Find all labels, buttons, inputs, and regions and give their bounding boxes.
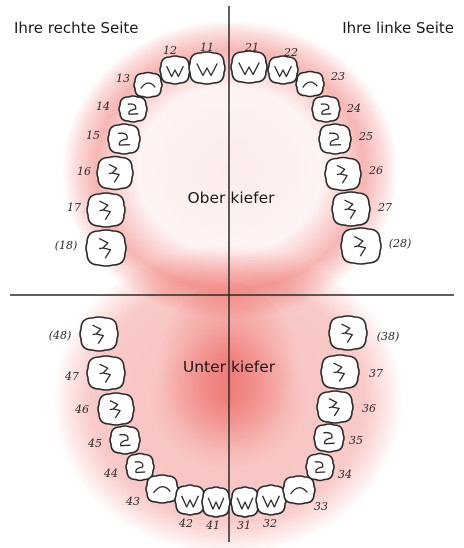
tooth-26-crown-mark [336, 164, 348, 184]
tooth-number-43: 43 [125, 495, 140, 508]
tooth-number-31: 31 [237, 519, 251, 532]
tongue-area [158, 282, 298, 462]
tooth-number-24: 24 [346, 102, 361, 115]
tooth-43 [145, 474, 179, 504]
tooth-number-11: 11 [200, 41, 214, 54]
tooth-36-crown-mark [328, 398, 340, 417]
tooth-number-17: 17 [67, 201, 81, 214]
tooth-number-18: (18) [55, 239, 78, 252]
tooth-18-crown-mark [98, 237, 112, 259]
tooth-23 [295, 70, 325, 98]
tooth-number-47: 47 [64, 370, 79, 383]
tooth-number-28: (28) [389, 237, 412, 250]
tooth-15-crown-mark [117, 132, 131, 146]
tooth-16-crown-mark [108, 163, 120, 183]
tooth-number-48: (48) [49, 329, 72, 342]
tooth-13 [133, 71, 163, 99]
tooth-number-27: 27 [377, 201, 392, 214]
tooth-number-36: 36 [362, 402, 376, 415]
tooth-number-12: 12 [163, 44, 177, 57]
tooth-48-crown-mark [92, 324, 104, 344]
tooth-number-38: (38) [377, 330, 400, 343]
tooth-38-crown-mark [341, 323, 353, 343]
tooth-45-crown-mark [119, 433, 131, 447]
tooth-41-crown-mark [207, 497, 225, 510]
tooth-number-13: 13 [116, 72, 130, 85]
patient-right-side-label: Ihre rechte Seite [14, 19, 139, 37]
tooth-number-14: 14 [96, 100, 110, 113]
tooth-number-41: 41 [205, 519, 220, 532]
patient-left-side-label: Ihre linke Seite [342, 19, 454, 37]
tooth-44-crown-mark [134, 461, 146, 474]
tooth-34-crown-mark [314, 461, 326, 474]
upper-jaw-label: Ober kiefer [187, 189, 275, 207]
tooth-28 [340, 227, 382, 265]
tooth-number-16: 16 [77, 165, 91, 178]
tooth-18 [85, 229, 127, 267]
tooth-21-crown-mark [238, 62, 260, 76]
tooth-number-45: 45 [87, 437, 102, 450]
tooth-number-25: 25 [358, 130, 373, 143]
lower-jaw-label: Unter kiefer [182, 358, 276, 376]
tooth-28-crown-mark [353, 235, 367, 257]
tooth-number-33: 33 [314, 500, 328, 513]
tooth-27-crown-mark [344, 199, 356, 219]
tooth-number-15: 15 [86, 129, 100, 142]
tooth-32-crown-mark [262, 495, 280, 508]
tooth-17-crown-mark [99, 200, 111, 220]
tooth-number-46: 46 [74, 403, 89, 416]
tooth-37-crown-mark [333, 362, 345, 382]
tooth-number-21: 21 [244, 41, 259, 54]
tooth-43-crown-mark [153, 486, 171, 494]
tooth-13-crown-mark [140, 82, 156, 89]
tooth-number-37: 37 [369, 367, 383, 380]
tooth-number-44: 44 [103, 467, 118, 480]
tooth-number-34: 34 [338, 468, 352, 481]
tooth-number-32: 32 [263, 517, 277, 530]
tooth-number-22: 22 [283, 46, 298, 59]
teeth-group: (18) 17 16 15 14 13 12 11 21 22 23 24 25 26 27 (28) (48)… [49, 41, 412, 532]
tooth-number-26: 26 [368, 164, 383, 177]
tooth-11-crown-mark [196, 63, 218, 77]
tooth-35-crown-mark [323, 431, 335, 445]
tooth-23-crown-mark [302, 81, 318, 88]
tooth-33-crown-mark [290, 487, 308, 495]
tooth-46-crown-mark [109, 400, 121, 419]
tooth-22-crown-mark [274, 65, 292, 78]
tooth-42-crown-mark [181, 495, 199, 508]
tooth-14-crown-mark [127, 103, 139, 115]
tooth-number-42: 42 [178, 517, 193, 530]
tooth-25-crown-mark [328, 132, 342, 146]
tooth-number-35: 35 [349, 434, 363, 447]
tooth-47-crown-mark [99, 363, 111, 383]
tooth-33 [282, 475, 316, 505]
tooth-31-crown-mark [236, 497, 254, 510]
tooth-24-crown-mark [320, 103, 332, 115]
tooth-number-23: 23 [330, 70, 345, 83]
tooth-12-crown-mark [166, 65, 184, 78]
